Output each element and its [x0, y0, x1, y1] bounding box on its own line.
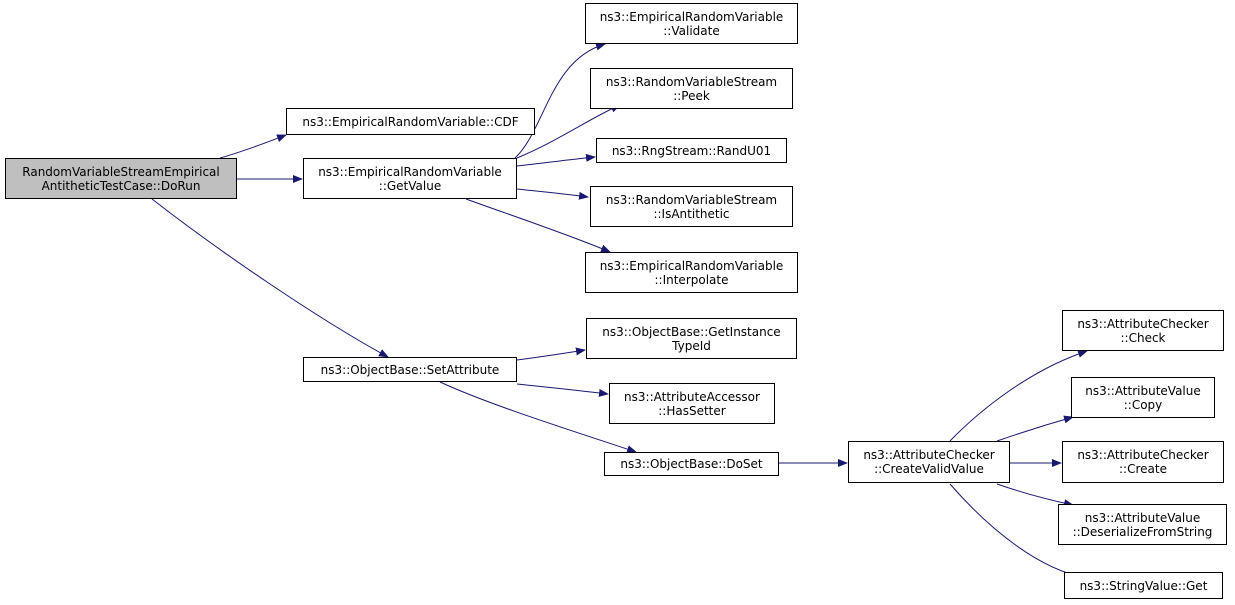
node-label: ::DeserializeFromString — [1072, 524, 1213, 539]
node-createvalidvalue[interactable]: ns3::AttributeChecker::CreateValidValue — [848, 441, 1010, 483]
node-label: ::GetValue — [378, 178, 442, 193]
node-label: ns3::EmpiricalRandomVariable — [599, 9, 784, 24]
edge-setattribute-to-hassetter — [516, 383, 609, 397]
node-randu01[interactable]: ns3::RngStream::RandU01 — [596, 138, 787, 163]
node-label: ::Create — [1119, 462, 1167, 476]
node-label: ns3::AttributeChecker — [863, 448, 995, 462]
edge-createvalidvalue-to-copy — [996, 415, 1074, 442]
node-label: ns3::StringValue::Get — [1079, 578, 1208, 593]
node-label: ns3::AttributeValue — [1085, 383, 1201, 398]
node-create[interactable]: ns3::AttributeChecker::Create — [1062, 441, 1224, 483]
node-label: ns3::AttributeValue — [1084, 510, 1201, 525]
edge-getvalue-to-validate — [514, 42, 606, 159]
edge-setattribute-to-doset — [439, 381, 637, 453]
node-label: ns3::ObjectBase::SetAttribute — [320, 362, 500, 377]
node-label: ::Interpolate — [654, 272, 729, 287]
edge-getvalue-to-interpolate — [465, 198, 611, 253]
edge-createvalidvalue-to-deserialize — [996, 483, 1074, 508]
edge-setattribute-to-getinstancetypeid — [516, 347, 586, 361]
node-label: ns3::EmpiricalRandomVariable — [599, 258, 784, 273]
node-label: AntitheticTestCase::DoRun — [41, 178, 201, 193]
node-label: ::Copy — [1123, 397, 1163, 412]
node-label: ::HasSetter — [658, 403, 726, 418]
node-stringget[interactable]: ns3::StringValue::Get — [1064, 572, 1223, 599]
node-validate[interactable]: ns3::EmpiricalRandomVariable::Validate — [585, 3, 798, 44]
node-interpolate[interactable]: ns3::EmpiricalRandomVariable::Interpolat… — [585, 252, 798, 293]
edge-getvalue-to-peek — [516, 104, 621, 159]
node-label: ::Check — [1120, 330, 1166, 345]
node-getvalue[interactable]: ns3::EmpiricalRandomVariable::GetValue — [303, 158, 517, 199]
node-label: RandomVariableStreamEmpirical — [22, 164, 220, 179]
node-label: ::Peek — [673, 88, 710, 103]
node-doset[interactable]: ns3::ObjectBase::DoSet — [604, 452, 779, 476]
edge-root-to-setattribute — [151, 198, 389, 358]
node-label: ::IsAntithetic — [653, 206, 730, 221]
node-label: ns3::EmpiricalRandomVariable — [318, 164, 502, 179]
node-label: ::CreateValidValue — [874, 462, 984, 476]
node-label: ns3::RngStream::RandU01 — [611, 143, 772, 158]
node-copy[interactable]: ns3::AttributeValue::Copy — [1071, 377, 1215, 418]
node-label: ns3::EmpiricalRandomVariable::CDF — [302, 114, 519, 129]
node-label: ::Validate — [663, 23, 720, 38]
node-label: ns3::ObjectBase::DoSet — [620, 457, 763, 471]
node-setattribute[interactable]: ns3::ObjectBase::SetAttribute — [303, 357, 517, 382]
node-label: ns3::AttributeChecker — [1077, 448, 1209, 462]
node-label: TypeId — [672, 338, 711, 353]
node-label: ns3::RandomVariableStream — [605, 74, 778, 89]
node-hassetter[interactable]: ns3::AttributeAccessor::HasSetter — [609, 383, 775, 424]
node-label: ns3::AttributeChecker — [1077, 316, 1209, 331]
edge-getvalue-to-isantithetic — [516, 188, 589, 200]
node-isantithetic[interactable]: ns3::RandomVariableStream::IsAntithetic — [590, 186, 793, 227]
edge-createvalidvalue-to-check — [949, 350, 1088, 442]
node-label: ns3::ObjectBase::GetInstance — [602, 324, 781, 339]
node-deserialize[interactable]: ns3::AttributeValue::DeserializeFromStri… — [1058, 504, 1227, 545]
node-peek[interactable]: ns3::RandomVariableStream::Peek — [590, 68, 793, 109]
node-label: ns3::RandomVariableStream — [605, 192, 778, 207]
node-cdf[interactable]: ns3::EmpiricalRandomVariable::CDF — [286, 108, 535, 135]
edge-root-to-cdf — [219, 134, 287, 159]
node-check[interactable]: ns3::AttributeChecker::Check — [1062, 310, 1224, 351]
node-label: ns3::AttributeAccessor — [624, 389, 760, 404]
edge-getvalue-to-randu01 — [516, 153, 596, 167]
